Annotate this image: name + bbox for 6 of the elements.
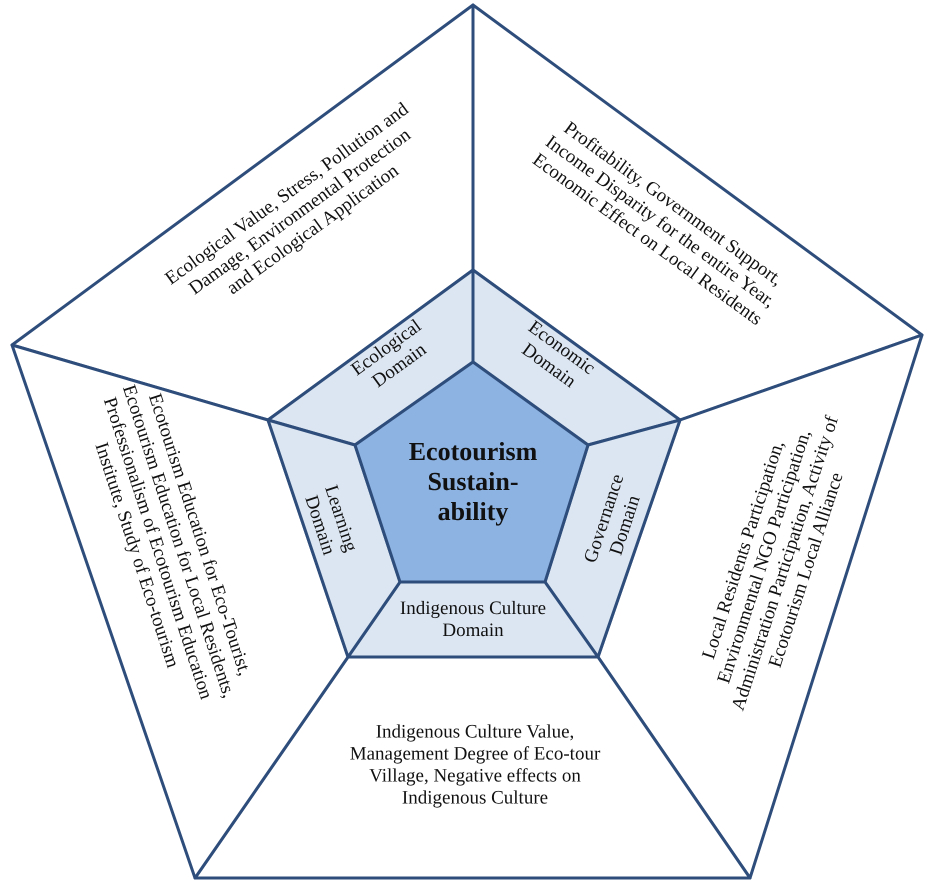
segment-label: Learning Domain [300, 482, 362, 560]
segment-label: Ecotourism Sustain-ability [408, 437, 538, 527]
segment-label: Indigenous Culture Domain [398, 598, 548, 642]
pentagon-segment [545, 420, 680, 657]
segment-label: Indigenous Culture Value, Management Degree of Eco-tour Village, Negative effects on Indigenous Culture [348, 721, 602, 809]
pentagon-segment [268, 420, 400, 657]
